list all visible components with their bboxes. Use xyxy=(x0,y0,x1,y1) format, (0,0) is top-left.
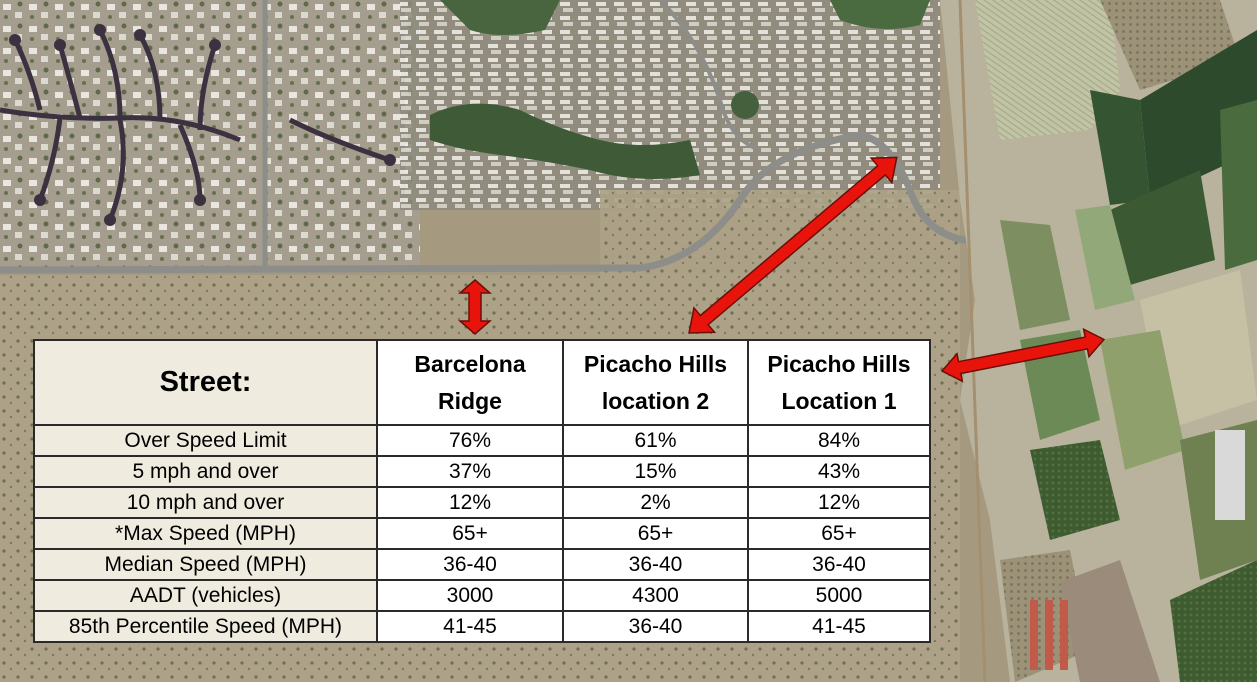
column-header-barcelona-ridge: Barcelona Ridge xyxy=(376,339,564,426)
table-cell: 4300 xyxy=(562,579,749,612)
table-cell: 43% xyxy=(747,455,931,488)
table-row: *Max Speed (MPH) 65+ 65+ 65+ xyxy=(33,517,931,550)
table-cell: 15% xyxy=(562,455,749,488)
table-row: 10 mph and over 12% 2% 12% xyxy=(33,486,931,519)
column-header-line: Picacho Hills xyxy=(767,350,911,377)
table-cell: 37% xyxy=(376,455,564,488)
table-cell: 65+ xyxy=(747,517,931,550)
table-row: 5 mph and over 37% 15% 43% xyxy=(33,455,931,488)
table-cell: 12% xyxy=(376,486,564,519)
table-cell: 36-40 xyxy=(747,548,931,581)
table-cell: 84% xyxy=(747,424,931,457)
table-cell: 65+ xyxy=(376,517,564,550)
table-cell: 76% xyxy=(376,424,564,457)
row-label: 5 mph and over xyxy=(33,455,378,488)
table-row: Median Speed (MPH) 36-40 36-40 36-40 xyxy=(33,548,931,581)
column-header-line: Location 1 xyxy=(781,387,897,414)
double-arrow-picacho-hills-location-2 xyxy=(688,156,898,334)
table-cell: 61% xyxy=(562,424,749,457)
table-cell: 5000 xyxy=(747,579,931,612)
table-cell: 3000 xyxy=(376,579,564,612)
row-label: AADT (vehicles) xyxy=(33,579,378,612)
row-label: *Max Speed (MPH) xyxy=(33,517,378,550)
double-arrow-picacho-hills-location-1 xyxy=(940,327,1106,383)
row-label: Over Speed Limit xyxy=(33,424,378,457)
table-cell: 65+ xyxy=(562,517,749,550)
table-cell: 41-45 xyxy=(376,610,564,643)
table-cell: 41-45 xyxy=(747,610,931,643)
column-header-line: Barcelona xyxy=(414,350,526,377)
table-header-row: Street: Barcelona Ridge Picacho Hills lo… xyxy=(33,339,931,426)
double-arrow-barcelona-ridge xyxy=(457,279,493,335)
speed-data-table: Street: Barcelona Ridge Picacho Hills lo… xyxy=(33,339,931,643)
column-header-picacho-hills-location-1: Picacho Hills Location 1 xyxy=(747,339,931,426)
table-row: AADT (vehicles) 3000 4300 5000 xyxy=(33,579,931,612)
column-header-line: Ridge xyxy=(438,387,502,414)
table-cell: 12% xyxy=(747,486,931,519)
row-label: Median Speed (MPH) xyxy=(33,548,378,581)
row-label: 10 mph and over xyxy=(33,486,378,519)
table-row: 85th Percentile Speed (MPH) 41-45 36-40 … xyxy=(33,610,931,643)
column-header-picacho-hills-location-2: Picacho Hills location 2 xyxy=(562,339,749,426)
street-header: Street: xyxy=(33,339,378,426)
column-header-line: Picacho Hills xyxy=(583,350,728,377)
table-cell: 36-40 xyxy=(376,548,564,581)
column-header-line: location 2 xyxy=(601,387,710,414)
table-cell: 2% xyxy=(562,486,749,519)
table-cell: 36-40 xyxy=(562,610,749,643)
table-cell: 36-40 xyxy=(562,548,749,581)
table-row: Over Speed Limit 76% 61% 84% xyxy=(33,424,931,457)
row-label: 85th Percentile Speed (MPH) xyxy=(33,610,378,643)
